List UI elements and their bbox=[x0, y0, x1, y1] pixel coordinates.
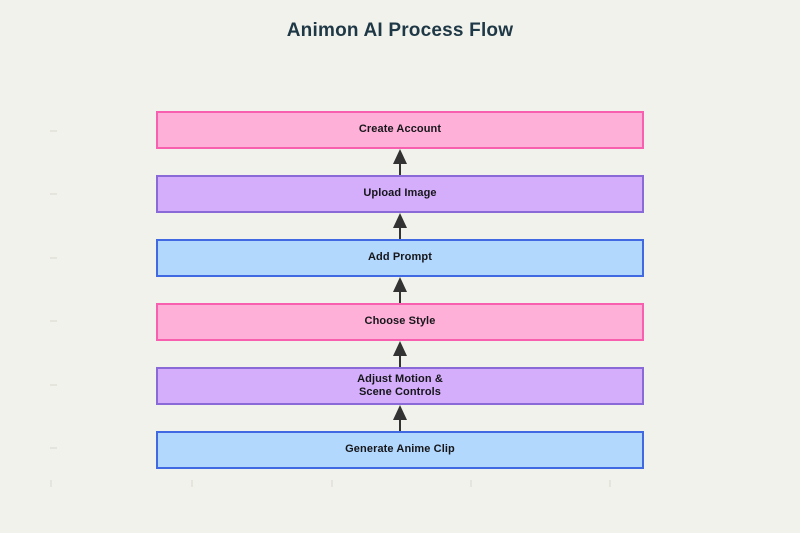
flow-arrow-up-to-add-prompt bbox=[156, 277, 644, 303]
ruler-tick-left bbox=[50, 320, 57, 322]
flow-arrow-up-to-upload-image bbox=[156, 213, 644, 239]
flow-node-label: Adjust Motion & Scene Controls bbox=[357, 372, 443, 398]
ruler-tick-bottom bbox=[50, 480, 52, 487]
flow-node-label: Upload Image bbox=[363, 187, 437, 200]
flow-step: Create Account bbox=[156, 111, 644, 149]
flow-node-create-account[interactable]: Create Account bbox=[156, 111, 644, 149]
page-title: Animon AI Process Flow bbox=[286, 20, 514, 41]
ruler-tick-left bbox=[50, 193, 57, 195]
flow-node-generate-clip[interactable]: Generate Anime Clip bbox=[156, 431, 644, 469]
flow-node-label: Choose Style bbox=[364, 315, 436, 328]
arrow-up-icon bbox=[393, 213, 407, 228]
flow-node-label: Generate Anime Clip bbox=[345, 443, 455, 456]
ruler-tick-bottom bbox=[191, 480, 193, 487]
flow-node-adjust-motion[interactable]: Adjust Motion & Scene Controls bbox=[156, 367, 644, 405]
arrow-stem bbox=[399, 350, 401, 367]
arrow-up-icon bbox=[393, 149, 407, 164]
arrow-stem bbox=[399, 414, 401, 431]
flow-node-add-prompt[interactable]: Add Prompt bbox=[156, 239, 644, 277]
arrow-up-icon bbox=[393, 341, 407, 356]
flow-step: Choose Style bbox=[156, 303, 644, 341]
ruler-tick-left bbox=[50, 257, 57, 259]
ruler-tick-left bbox=[50, 130, 57, 132]
arrow-stem bbox=[399, 222, 401, 239]
flow-node-choose-style[interactable]: Choose Style bbox=[156, 303, 644, 341]
arrow-stem bbox=[399, 286, 401, 303]
flow-step: Adjust Motion & Scene Controls bbox=[156, 367, 644, 405]
flow-step: Add Prompt bbox=[156, 239, 644, 277]
ruler-tick-bottom bbox=[470, 480, 472, 487]
arrow-up-icon bbox=[393, 277, 407, 292]
flow-arrow-up-to-adjust-motion bbox=[156, 405, 644, 431]
flowchart: Create Account Upload Image Add Prompt bbox=[156, 111, 644, 469]
flow-node-upload-image[interactable]: Upload Image bbox=[156, 175, 644, 213]
arrow-up-icon bbox=[393, 405, 407, 420]
flow-arrow-up-to-choose-style bbox=[156, 341, 644, 367]
arrow-stem bbox=[399, 158, 401, 175]
ruler-tick-bottom bbox=[609, 480, 611, 487]
flow-node-label: Add Prompt bbox=[368, 251, 432, 264]
flow-step: Upload Image bbox=[156, 175, 644, 213]
ruler-tick-left bbox=[50, 384, 57, 386]
flow-arrow-up-to-create-account bbox=[156, 149, 644, 175]
flow-step: Generate Anime Clip bbox=[156, 431, 644, 469]
flow-node-label: Create Account bbox=[358, 123, 442, 136]
ruler-tick-bottom bbox=[331, 480, 333, 487]
ruler-tick-left bbox=[50, 447, 57, 449]
